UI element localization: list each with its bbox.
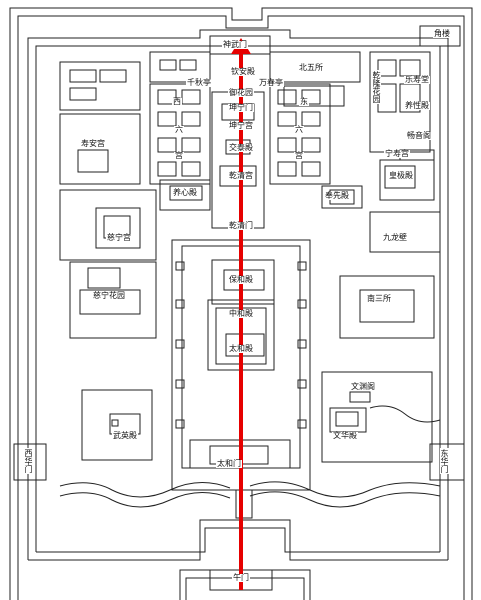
label-jiulongbi: 九龙壁 <box>382 233 408 242</box>
label-jiaotaidian: 交泰殿 <box>228 143 254 152</box>
label-gong-east: 宫 <box>294 151 304 160</box>
label-wenhuadian: 文华殿 <box>332 431 358 440</box>
label-donghuamen: 东华门 <box>440 448 449 474</box>
north-buildings <box>59 35 435 201</box>
label-yuhuayuan: 御花园 <box>228 88 254 97</box>
label-qinandian: 钦安殿 <box>230 67 256 76</box>
label-fengxiandian: 奉先殿 <box>324 191 350 200</box>
label-qianqiuting: 千秋亭 <box>186 78 212 87</box>
east-palaces <box>321 275 435 463</box>
label-jiaolou: 角楼 <box>433 29 451 38</box>
label-leshoutang: 乐寿堂 <box>404 75 430 84</box>
label-qianlonghuayuan: 乾隆花园 <box>372 70 381 104</box>
label-kunningmen: 坤宁门 <box>228 103 254 112</box>
label-xihuamen: 西华门 <box>24 448 33 474</box>
label-yangxingdian: 养性殿 <box>404 101 430 110</box>
label-liu-east: 六 <box>294 125 304 134</box>
label-yangxindian: 养心殿 <box>172 188 198 197</box>
label-shenwumen: 神武门 <box>222 40 248 49</box>
side-pavilions <box>175 261 307 429</box>
label-zhonghedian: 中和殿 <box>228 309 254 318</box>
label-wenyuange: 文渊阁 <box>350 382 376 391</box>
inner-court <box>59 83 441 253</box>
label-wuyingdian: 武英殿 <box>112 431 138 440</box>
label-wumen: 午门 <box>232 573 250 582</box>
label-kunninggong: 坤宁宫 <box>228 121 254 130</box>
label-taihedian: 太和殿 <box>228 344 254 353</box>
label-wanchunting: 万春亭 <box>258 78 284 87</box>
inner-waterways <box>59 405 441 508</box>
label-shouangong: 寿安宫 <box>80 139 106 148</box>
label-huangjidian: 皇极殿 <box>388 171 414 180</box>
label-baohedian: 保和殿 <box>228 275 254 284</box>
label-dong: 东 <box>299 97 309 106</box>
label-nansansuo: 南三所 <box>366 294 392 303</box>
label-beiwusuo: 北五所 <box>298 63 324 72</box>
label-xi: 西 <box>172 97 182 106</box>
label-cininggong: 慈宁宫 <box>106 233 132 242</box>
outer-walls <box>9 7 473 600</box>
label-taihemen: 太和门 <box>216 459 242 468</box>
label-liu-west: 六 <box>174 125 184 134</box>
label-ningshougong: 宁寿宫 <box>384 149 410 158</box>
label-qianqinggong: 乾清宫 <box>228 171 254 180</box>
label-cininghuayuan: 慈宁花园 <box>92 291 126 300</box>
west-palaces <box>59 189 157 461</box>
label-qianqingmen: 乾清门 <box>228 221 254 230</box>
label-changyinge: 畅音阁 <box>406 131 432 140</box>
label-gong-west: 宫 <box>174 151 184 160</box>
